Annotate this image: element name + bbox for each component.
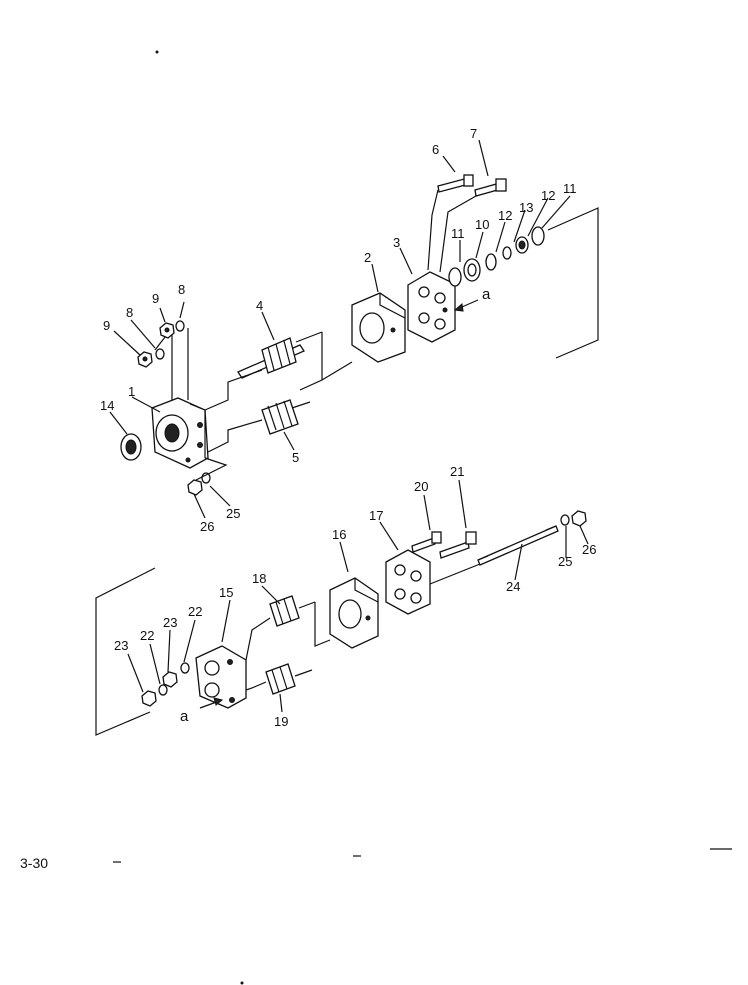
callout-3: 3 (393, 235, 400, 250)
part-25-washer (560, 514, 570, 526)
leader-line (299, 332, 323, 391)
callout-5: 5 (292, 450, 299, 465)
part-9-nut (159, 322, 175, 339)
callout-16: 16 (332, 527, 346, 542)
bracket-line (547, 207, 599, 359)
leader-line (195, 457, 228, 481)
part-5-driven-gear (261, 399, 311, 435)
callout-11: 11 (563, 181, 577, 196)
leader-line (245, 617, 271, 661)
part-21-bolt (439, 531, 477, 559)
callout-13: 13 (519, 200, 533, 215)
leader-line (204, 369, 263, 411)
callout-23: 23 (163, 615, 177, 630)
callout-26: 26 (200, 519, 214, 534)
callout-8: 8 (178, 282, 185, 297)
callout-14: 14 (100, 398, 114, 413)
part-8-washer (155, 348, 165, 360)
callout-9: 9 (152, 291, 159, 306)
callout-11: 11 (451, 226, 465, 241)
leader-line (439, 195, 477, 273)
callout-2: 2 (364, 250, 371, 265)
scan-mark (240, 981, 244, 985)
callout-4: 4 (256, 298, 263, 313)
part-19-gear (265, 663, 313, 695)
callout-19: 19 (274, 714, 288, 729)
callout-labels: 1 2 3 4 5 6 7 8 8 9 9 10 11 11 12 12 13 … (100, 126, 596, 729)
callout-7: 7 (470, 126, 477, 141)
part-11-o-ring (448, 267, 462, 287)
part-22-washer (180, 662, 190, 674)
part-18-gear (269, 595, 316, 627)
leader-line (207, 419, 263, 453)
part-14-bearing (120, 433, 142, 461)
callout-22: 22 (140, 628, 154, 643)
callout-a: a (180, 708, 189, 725)
callout-6: 6 (432, 142, 439, 157)
bracket-line (95, 567, 156, 736)
callout-24: 24 (506, 579, 520, 594)
callout-1: 1 (128, 384, 135, 399)
part-9-nut (137, 351, 153, 368)
leader-line (427, 189, 439, 271)
page-number: 3-30 (20, 855, 48, 871)
part-10-oil-seal (463, 258, 481, 282)
part-15-front-cover (195, 645, 247, 709)
callout-20: 20 (414, 479, 428, 494)
callout-12: 12 (541, 188, 555, 203)
arrow-head (453, 303, 464, 312)
callout-21: 21 (450, 464, 464, 479)
callout-10: 10 (475, 217, 489, 232)
part-4-drive-shaft (237, 331, 323, 379)
part-26-nut (187, 479, 203, 496)
callout-17: 17 (369, 508, 383, 523)
part-24-stud (477, 525, 559, 566)
callout-22: 22 (188, 604, 202, 619)
part-13-seal (515, 236, 529, 254)
upper-assembly (120, 174, 599, 496)
part-8-washer (175, 320, 185, 332)
part-22-washer (158, 684, 168, 696)
part-23-nut (162, 671, 178, 688)
part-1-front-housing (151, 397, 209, 469)
part-12-snap-ring (485, 253, 497, 271)
callout-25: 25 (558, 554, 572, 569)
part-11-o-ring (531, 226, 545, 246)
part-17-rear-cover (385, 549, 431, 615)
arrow-head (213, 697, 224, 706)
leader-line (154, 326, 173, 400)
callout-26: 26 (582, 542, 596, 557)
callout-15: 15 (219, 585, 233, 600)
callout-9: 9 (103, 318, 110, 333)
leader-line (314, 602, 331, 647)
callout-a: a (482, 286, 491, 303)
part-26-nut (571, 510, 587, 527)
leader-line (321, 361, 353, 381)
callout-23: 23 (114, 638, 128, 653)
callout-12: 12 (498, 208, 512, 223)
part-23-nut (141, 690, 157, 707)
part-3-rear-cover (407, 271, 456, 343)
part-2-gear-body (351, 292, 406, 363)
leader-line (245, 681, 267, 691)
callout-leaders (109, 139, 589, 713)
lower-assembly (95, 510, 587, 736)
callout-18: 18 (252, 571, 266, 586)
callout-8: 8 (126, 305, 133, 320)
part-16-gear-body (329, 577, 379, 649)
part-12-snap-ring (502, 246, 512, 260)
part-6-bolt (437, 174, 474, 193)
part-20-bolt (411, 531, 442, 553)
part-7-bolt (474, 178, 507, 197)
callout-25: 25 (226, 506, 240, 521)
scan-mark (155, 50, 159, 54)
